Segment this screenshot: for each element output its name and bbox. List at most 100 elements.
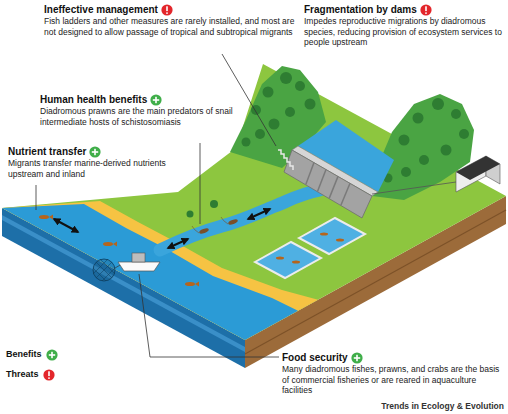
aquaculture-pond bbox=[299, 218, 365, 254]
boat-hull bbox=[118, 262, 160, 271]
pond-fish bbox=[292, 261, 300, 264]
callout: Fragmentation by damsImpedes reproductiv… bbox=[304, 4, 504, 48]
callout-body: Many diadromous fishes, prawns, and crab… bbox=[282, 364, 504, 396]
dam-gate bbox=[341, 183, 350, 205]
leader-line bbox=[200, 143, 201, 224]
pond-fish bbox=[336, 239, 344, 242]
tree bbox=[242, 138, 251, 147]
land bbox=[2, 64, 506, 340]
callout-heading-row: Food security bbox=[282, 352, 504, 364]
net-mesh bbox=[93, 259, 115, 281]
fish-body bbox=[103, 242, 113, 246]
tree bbox=[187, 211, 194, 218]
fish bbox=[39, 215, 53, 220]
legend: BenefitsThreats bbox=[6, 348, 58, 388]
callout-heading: Food security bbox=[282, 352, 348, 364]
pond-fish bbox=[276, 257, 284, 260]
callout-heading-row: Fragmentation by dams bbox=[304, 4, 504, 16]
threat-icon bbox=[420, 4, 432, 16]
legend-row: Threats bbox=[6, 368, 58, 381]
callout: Food securityMany diadromous fishes, pra… bbox=[282, 352, 504, 396]
prawn-antenna bbox=[192, 226, 199, 233]
tree bbox=[285, 107, 295, 117]
fish-tail bbox=[113, 242, 117, 247]
callout-heading-row: Ineffective management bbox=[44, 4, 306, 16]
callout-heading: Human health benefits bbox=[40, 94, 147, 106]
callout: Nutrient transferMigrants transfer marin… bbox=[8, 146, 173, 179]
dam-gate bbox=[329, 176, 338, 198]
benefit-icon bbox=[89, 146, 101, 158]
fish-ladder bbox=[278, 150, 293, 170]
dam-gate bbox=[318, 170, 327, 192]
callout: Ineffective managementFish ladders and o… bbox=[44, 4, 306, 37]
icon-disc bbox=[351, 352, 362, 363]
fishing-net bbox=[93, 259, 115, 281]
fish-body bbox=[39, 215, 49, 219]
icon-mark bbox=[166, 6, 168, 11]
benefit-icon bbox=[46, 349, 58, 361]
benefit-icon bbox=[351, 352, 363, 364]
callout-body: Impedes reproductive migrations by diadr… bbox=[304, 16, 504, 48]
tree bbox=[269, 119, 280, 130]
leader-line bbox=[36, 185, 37, 210]
prawn bbox=[192, 226, 209, 235]
icon-disc bbox=[151, 94, 162, 105]
fish-tail bbox=[195, 282, 199, 287]
dam-gate bbox=[306, 163, 314, 185]
tree bbox=[459, 129, 469, 139]
icon-disc bbox=[420, 4, 431, 15]
boat-cabin bbox=[132, 253, 145, 262]
threat-icon bbox=[43, 369, 55, 381]
callout: Human health benefitsDiadromous prawns a… bbox=[40, 94, 234, 127]
tree bbox=[255, 129, 265, 139]
tree bbox=[432, 98, 444, 110]
legend-row: Benefits bbox=[6, 348, 58, 361]
prawn-body bbox=[199, 227, 210, 234]
power-line bbox=[372, 182, 456, 194]
icon-mark bbox=[166, 12, 168, 14]
callout-body: Fish ladders and other measures are rare… bbox=[44, 16, 306, 37]
aquaculture-pond bbox=[255, 242, 321, 278]
tree bbox=[441, 145, 452, 156]
callout-body: Diadromous prawns are the main predators… bbox=[40, 106, 234, 127]
icon-mark bbox=[356, 355, 358, 361]
prawn-antenna bbox=[221, 217, 228, 224]
icon-mark bbox=[95, 149, 97, 155]
icon-disc bbox=[161, 4, 172, 15]
dam-gates bbox=[306, 163, 350, 206]
tree bbox=[401, 167, 411, 177]
tree bbox=[451, 109, 461, 119]
icon-mark bbox=[425, 6, 427, 11]
tree bbox=[210, 200, 218, 208]
legend-text: Threats bbox=[6, 368, 39, 381]
fish-body bbox=[185, 282, 195, 286]
prawn-body bbox=[228, 218, 239, 225]
leader-line bbox=[222, 54, 276, 146]
callout-heading-row: Nutrient transfer bbox=[8, 146, 173, 158]
threat-icon bbox=[161, 4, 173, 16]
icon-mark bbox=[425, 12, 427, 14]
tree bbox=[419, 155, 429, 165]
power-house-roof bbox=[456, 156, 500, 180]
legend-text: Benefits bbox=[6, 348, 42, 361]
leader-line bbox=[139, 274, 279, 357]
fish bbox=[185, 282, 199, 287]
tree bbox=[263, 87, 274, 98]
tree bbox=[413, 113, 424, 124]
dam-wall bbox=[284, 150, 372, 218]
river bbox=[160, 190, 320, 250]
benefit-icon bbox=[150, 94, 162, 106]
callout-body: Migrants transfer marine-derived nutrien… bbox=[8, 158, 173, 179]
pond-fish bbox=[320, 233, 328, 236]
icon-disc bbox=[43, 369, 54, 380]
migration-arrow bbox=[168, 239, 188, 248]
credit-label: Trends in Ecology & Evolution bbox=[381, 401, 504, 411]
callout-heading: Ineffective management bbox=[44, 4, 158, 16]
callout-heading: Nutrient transfer bbox=[8, 146, 86, 158]
icon-mark bbox=[155, 97, 157, 103]
tree bbox=[305, 99, 316, 110]
callout-heading: Fragmentation by dams bbox=[304, 4, 417, 16]
leader-lines bbox=[36, 54, 279, 357]
